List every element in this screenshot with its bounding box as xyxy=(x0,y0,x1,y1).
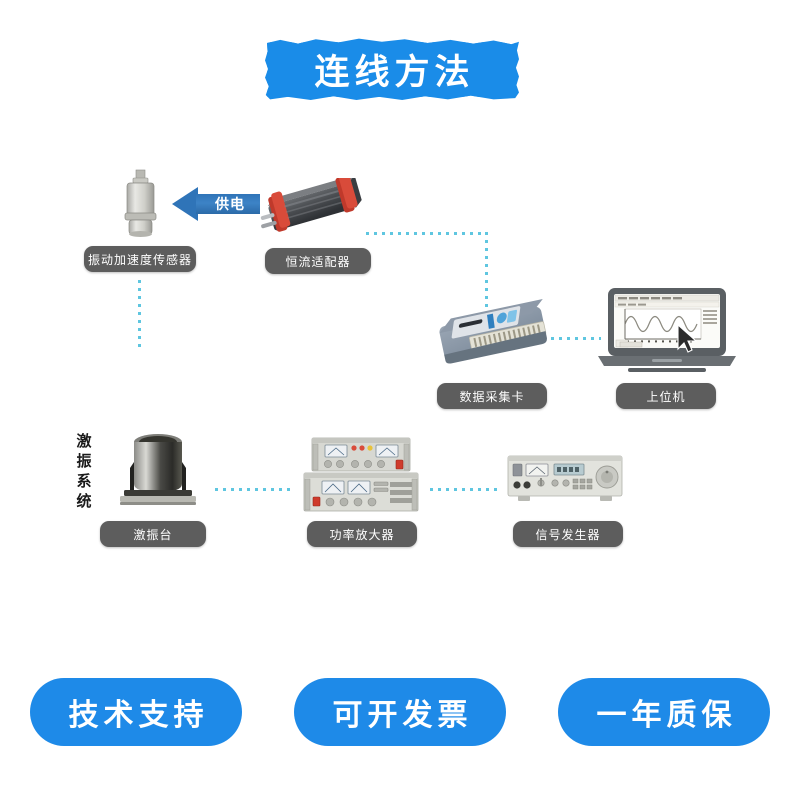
constant-current-adapter-icon xyxy=(256,172,368,238)
connector-shaker-to-amplifier xyxy=(215,488,293,491)
label-host-computer: 上位机 xyxy=(616,383,716,409)
connector-daq-to-host xyxy=(551,337,601,340)
accelerometer-sensor-icon xyxy=(112,168,168,240)
label-daq-card: 数据采集卡 xyxy=(437,383,547,409)
laptop-icon xyxy=(594,286,740,372)
power-amplifier-icon xyxy=(300,436,422,514)
power-supply-arrow: 供电 xyxy=(172,187,260,221)
signal-generator-icon xyxy=(504,452,626,508)
label-vibration-sensor: 振动加速度传感器 xyxy=(84,246,196,272)
connector-sensor-to-shaker xyxy=(138,280,141,348)
power-supply-arrow-label: 供电 xyxy=(215,196,245,212)
excitation-system-group-label: 激 振 系 统 xyxy=(72,432,96,512)
brush-stroke-background xyxy=(265,38,519,100)
label-current-adapter: 恒流适配器 xyxy=(265,248,371,274)
label-power-amplifier: 功率放大器 xyxy=(307,521,417,547)
connector-amplifier-to-generator xyxy=(430,488,502,491)
page-title: 连线方法 xyxy=(314,52,475,92)
badge-technical-support[interactable]: 技术支持 xyxy=(30,678,242,746)
vlabel-char-1: 激 xyxy=(76,433,92,450)
connector-adapter-to-daq-horizontal xyxy=(366,232,488,235)
arrow-body xyxy=(196,194,260,214)
badge-one-year-warranty[interactable]: 一年质保 xyxy=(558,678,770,746)
page-title-banner: 连线方法 xyxy=(265,38,519,100)
vlabel-char-2: 振 xyxy=(76,453,92,470)
vlabel-char-4: 统 xyxy=(76,493,92,510)
label-shaker-table: 激振台 xyxy=(100,521,206,547)
shaker-table-icon xyxy=(110,428,206,508)
footer-badges: 技术支持 可开发票 一年质保 xyxy=(0,678,800,754)
connector-adapter-to-daq-vertical xyxy=(485,232,488,310)
arrow-head-icon xyxy=(172,187,198,221)
data-acquisition-card-icon xyxy=(430,298,558,380)
badge-invoice-available[interactable]: 可开发票 xyxy=(294,678,506,746)
label-signal-generator: 信号发生器 xyxy=(513,521,623,547)
vlabel-char-3: 系 xyxy=(76,473,92,490)
